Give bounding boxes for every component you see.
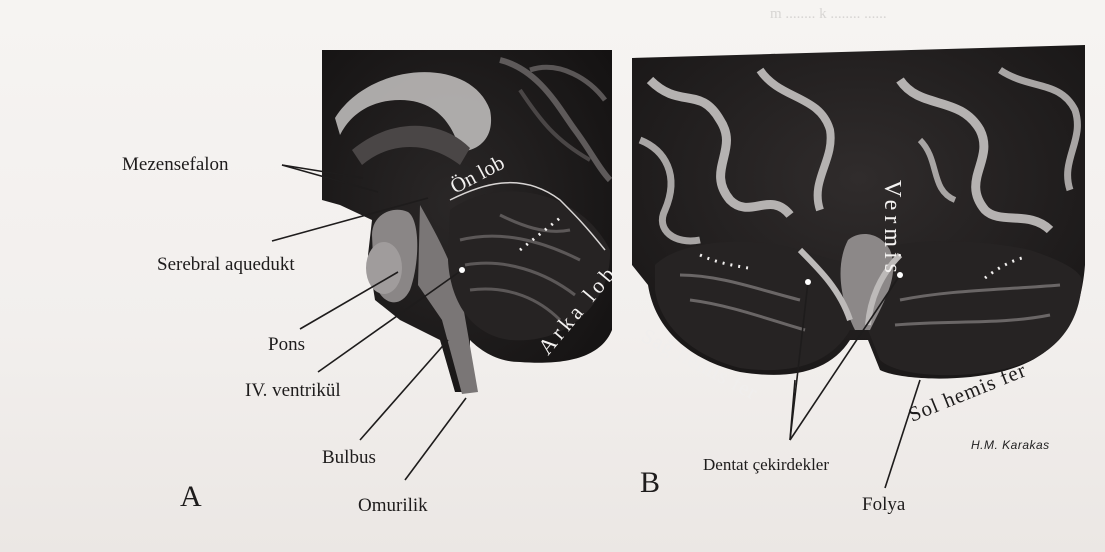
vermis-label: Vermis xyxy=(879,180,905,278)
leader-line-dentat xyxy=(790,380,795,440)
pons-label: Pons xyxy=(268,334,305,356)
leader-line-omurilik xyxy=(405,398,466,480)
panel-a-image xyxy=(322,50,612,394)
panel-b-image xyxy=(632,45,1085,379)
bulbus-label: Bulbus xyxy=(322,447,376,469)
panel-b-label: B xyxy=(640,466,660,500)
leader-line-bulbus xyxy=(360,340,448,440)
panel-a-label: A xyxy=(180,480,202,514)
folya-label: Folya xyxy=(862,494,905,516)
omurilik-label: Omurilik xyxy=(358,495,428,517)
iv-ventrikul-label: IV. ventrikül xyxy=(245,380,341,402)
serebral-aquedukt-label: Serebral aquedukt xyxy=(157,254,295,276)
mezensefalon-label: Mezensefalon xyxy=(122,154,229,176)
leader-line-folya xyxy=(885,380,920,488)
signature-text: H.M. Karakas xyxy=(971,438,1050,452)
dentat-cekirdekler-label: Dentat çekirdekler xyxy=(703,455,829,475)
